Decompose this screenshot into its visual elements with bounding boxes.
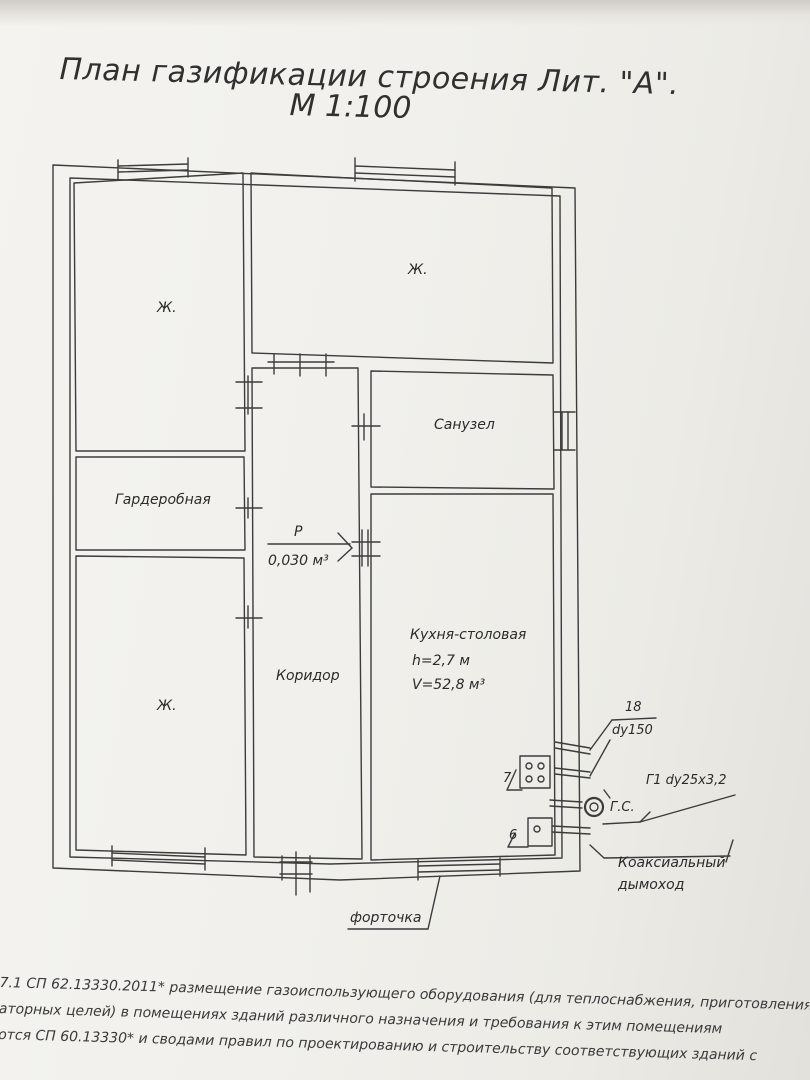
label-living-top-right: Ж. — [408, 262, 428, 278]
label-kitchen-height: h=2,7 м — [412, 653, 470, 669]
vent-arrow — [267, 532, 353, 562]
label-gas-pipe: Г1 dy25х3,2 — [646, 773, 727, 788]
stove-6 — [527, 817, 553, 847]
label-pipe-18: 18 — [625, 700, 642, 715]
label-flue-line2: дымоход — [618, 877, 685, 893]
boiler-7 — [519, 755, 551, 789]
page-edge-shadow — [0, 0, 810, 26]
label-pipe-dy150: dy150 — [612, 723, 653, 738]
window-right-bathroom — [553, 411, 576, 451]
entrance-door — [279, 851, 313, 896]
label-window-vent: форточка — [350, 910, 422, 926]
label-vent: Р — [294, 524, 303, 540]
gas-equipment — [506, 717, 736, 863]
room-corridor — [251, 367, 363, 860]
door-marks — [235, 353, 381, 629]
window-bottom-kitchen — [417, 857, 501, 881]
label-living-top-left: Ж. — [157, 300, 177, 316]
label-gas-meter: Г.С. — [610, 800, 635, 815]
label-corridor: Коридор — [276, 668, 340, 684]
label-stove-6: 6 — [509, 828, 518, 843]
room-bathroom — [370, 370, 555, 490]
room-kitchen — [370, 493, 556, 861]
label-kitchen-name: Кухня-столовая — [410, 627, 527, 643]
window-top-right — [354, 157, 456, 186]
window-top-left — [117, 157, 189, 181]
room-living-bottom-left — [75, 555, 247, 856]
label-living-bottom-left: Ж. — [157, 698, 177, 714]
window-bottom-left — [111, 845, 206, 871]
outer-wall-inner-line — [69, 177, 563, 865]
gas-meter-symbol — [583, 796, 605, 818]
label-kitchen-volume: V=52,8 м³ — [412, 677, 486, 693]
room-living-top-right — [250, 172, 554, 364]
outer-wall-outline — [52, 164, 581, 881]
label-bathroom: Санузел — [434, 417, 495, 433]
label-vent-value: 0,030 м³ — [268, 553, 329, 569]
room-wardrobe — [75, 456, 246, 551]
label-wardrobe: Гардеробная — [115, 492, 211, 508]
label-flue-line1: Коаксиальный — [618, 855, 726, 871]
window-vent-leader — [347, 875, 441, 930]
room-living-top-left — [73, 172, 246, 452]
label-boiler-7: 7 — [503, 771, 512, 786]
